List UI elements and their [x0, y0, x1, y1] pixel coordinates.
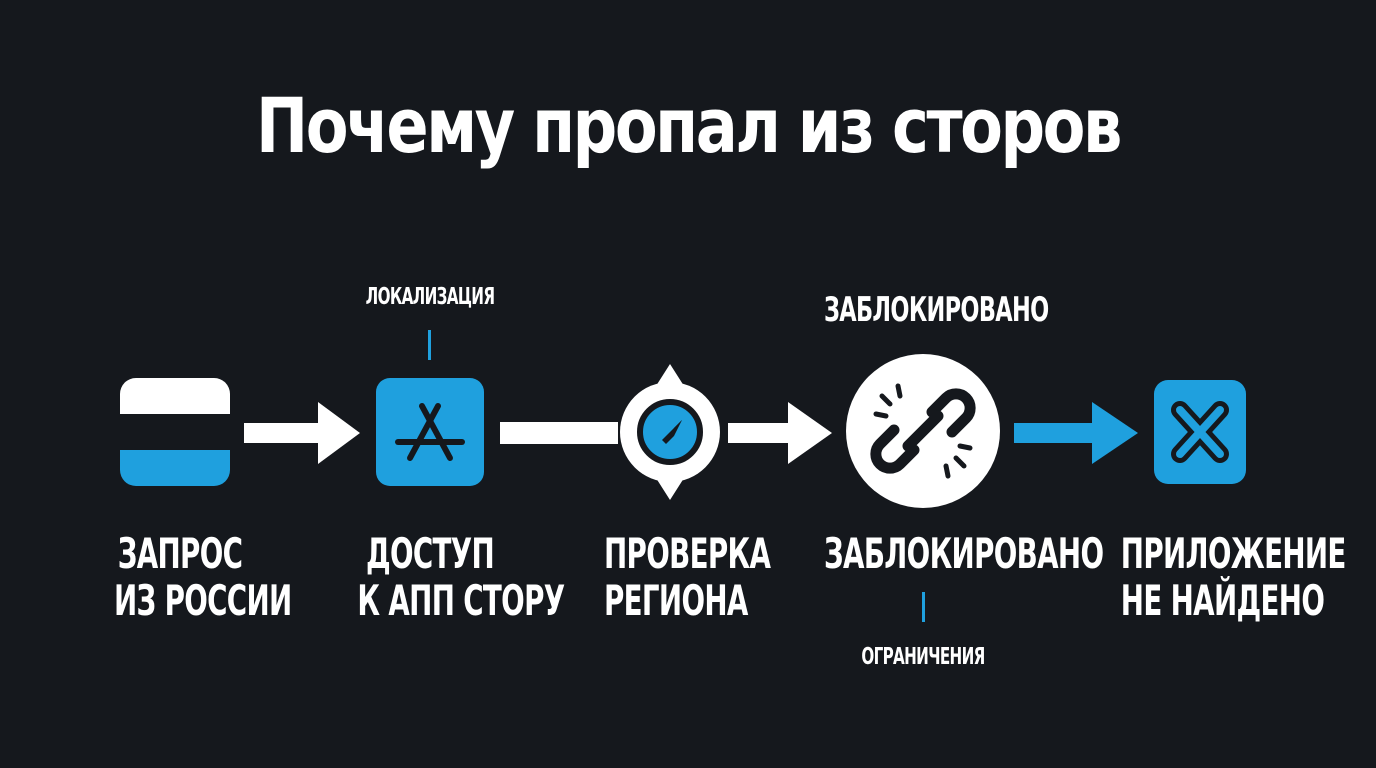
annotation-blocked: ЗАБЛОКИРОВАНО	[824, 290, 1049, 330]
x-mark-icon	[1154, 380, 1246, 484]
broken-link-icon	[846, 354, 1000, 508]
stage-label-request: ЗАПРОС ИЗ РОССИИ	[114, 529, 292, 626]
connector-arrow-1	[244, 402, 360, 464]
connector-line-2	[500, 422, 618, 444]
stage-label-line: ЗАБЛОКИРОВАНО	[824, 529, 1104, 578]
annotation-localization: ЛОКАЛИЗАЦИЯ	[365, 284, 495, 310]
russia-flag-icon	[120, 378, 230, 486]
stage-label-line: ЗАПРОС	[117, 529, 243, 578]
stage-label-line: ИЗ РОССИИ	[114, 576, 292, 626]
connector-arrow-3	[728, 402, 832, 464]
compass-icon	[620, 364, 720, 500]
connector-arrow-4	[1014, 402, 1138, 464]
annotation-localization-tick	[428, 330, 431, 360]
stage-label-access: ДОСТУП К АПП СТОРУ	[357, 529, 565, 626]
stage-label-line: ПРИЛОЖЕНИЕ	[1120, 529, 1347, 578]
app-store-icon	[376, 378, 484, 486]
annotation-restrictions-tick	[922, 592, 925, 622]
stage-label-line: ПРОВЕРКА	[604, 529, 771, 578]
stage-label-line: ДОСТУП	[365, 529, 495, 578]
stage-label-line: К АПП СТОРУ	[357, 576, 565, 626]
stage-label-line: НЕ НАЙДЕНО	[1120, 576, 1325, 626]
stage-label-not-found: ПРИЛОЖЕНИЕ НЕ НАЙДЕНО	[1120, 529, 1347, 626]
annotation-restrictions: ОГРАНИЧЕНИЯ	[861, 644, 985, 670]
stage-label-line: РЕГИОНА	[604, 576, 748, 626]
diagram-title: Почему пропал из сторов	[256, 81, 1122, 170]
stage-label-region-check: ПРОВЕРКА РЕГИОНА	[604, 529, 771, 626]
stage-label-blocked: ЗАБЛОКИРОВАНО	[824, 529, 1104, 578]
